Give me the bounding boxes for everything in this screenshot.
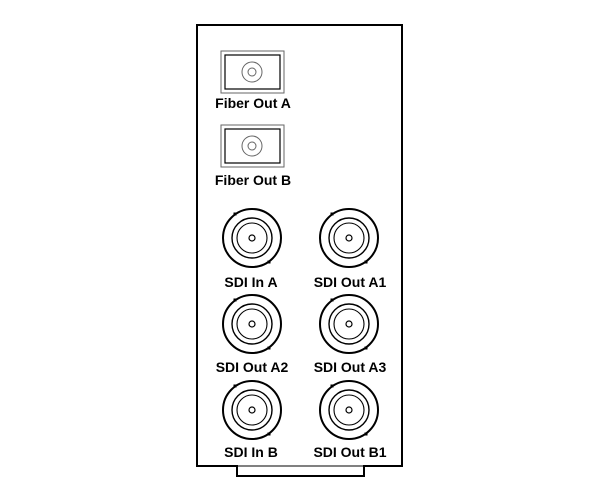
sdi-out-a1-connector[interactable] [319, 208, 379, 268]
bnc-connector-icon [319, 208, 379, 268]
sdi-out-b1-label: SDI Out B1 [313, 444, 386, 460]
sdi-in-a-label: SDI In A [224, 274, 277, 290]
fiber-out-a-label: Fiber Out A [215, 95, 291, 111]
bnc-connector-icon [319, 380, 379, 440]
sdi-out-b1-connector[interactable] [319, 380, 379, 440]
sdi-out-a2-connector[interactable] [222, 294, 282, 354]
sdi-out-a1-label: SDI Out A1 [314, 274, 387, 290]
sdi-in-a-connector[interactable] [222, 208, 282, 268]
fiber-optic-port-icon [220, 50, 285, 94]
fiber-out-b-port[interactable] [220, 124, 285, 168]
sdi-out-a2-label: SDI Out A2 [216, 359, 289, 375]
sdi-out-a3-connector[interactable] [319, 294, 379, 354]
fiber-optic-port-icon [220, 124, 285, 168]
bnc-connector-icon [222, 294, 282, 354]
bnc-connector-icon [222, 208, 282, 268]
fiber-out-b-label: Fiber Out B [215, 172, 291, 188]
bnc-connector-icon [319, 294, 379, 354]
fiber-out-a-port[interactable] [220, 50, 285, 94]
sdi-in-b-label: SDI In B [224, 444, 278, 460]
sdi-in-b-connector[interactable] [222, 380, 282, 440]
sdi-out-a3-label: SDI Out A3 [314, 359, 387, 375]
bnc-connector-icon [222, 380, 282, 440]
